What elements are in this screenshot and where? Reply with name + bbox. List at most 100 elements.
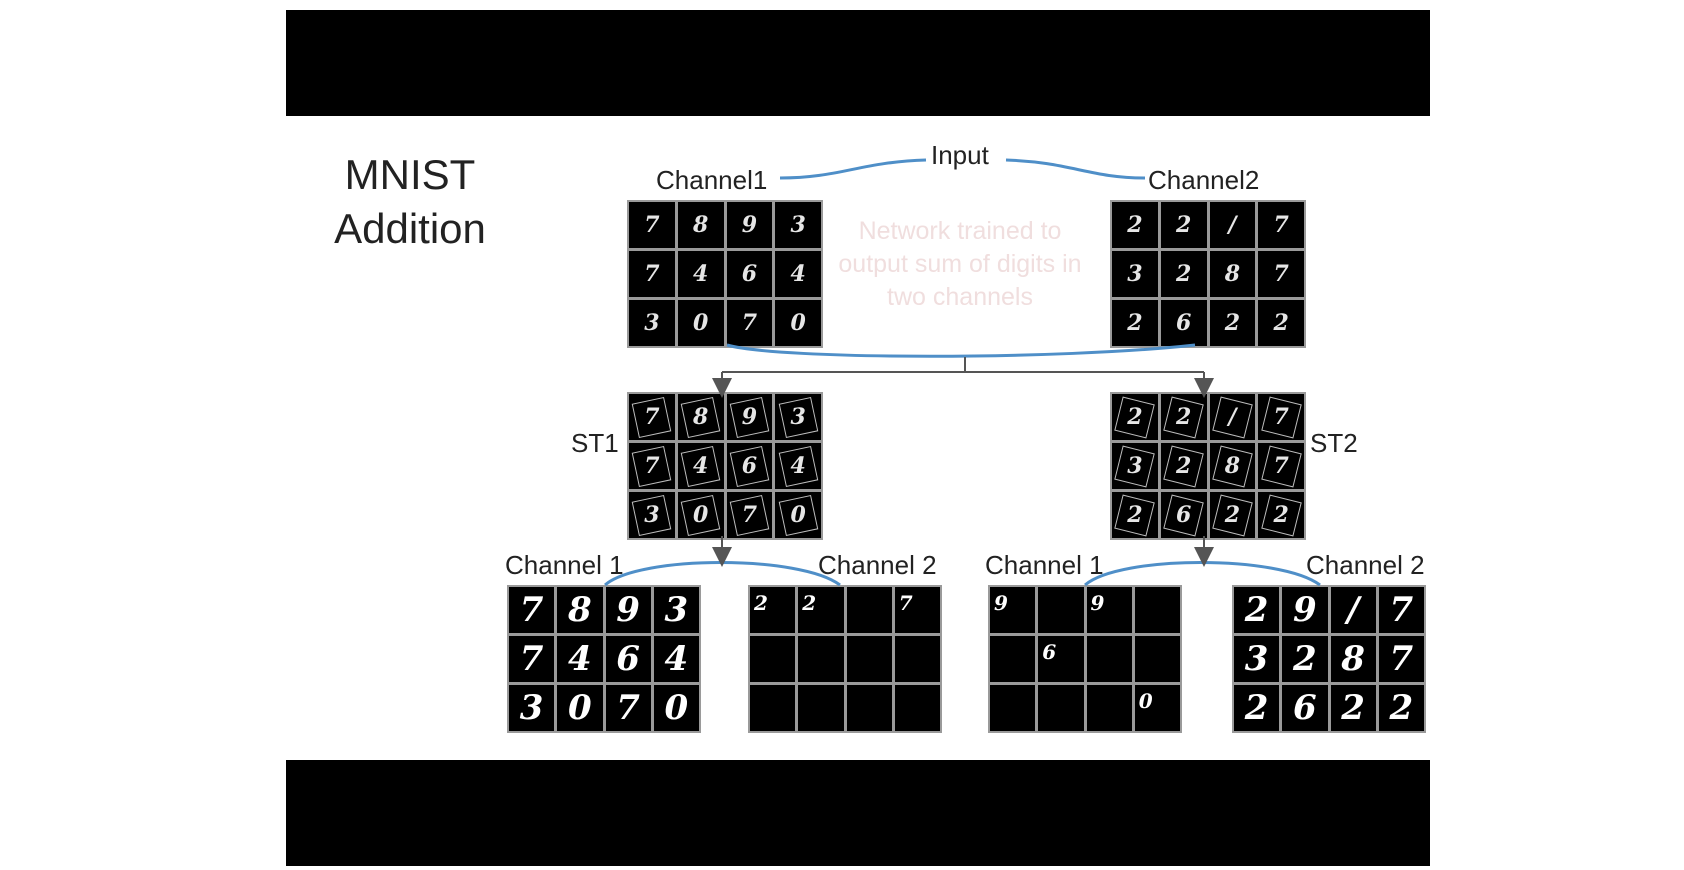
slide-title: MNIST Addition	[320, 148, 500, 256]
digit-cell: 3	[775, 394, 821, 440]
digit-cell: 7	[629, 443, 675, 489]
digit-cell: 9	[605, 587, 651, 633]
digit-cell: 6	[1160, 300, 1207, 346]
bottom-letterbox-bar	[286, 760, 1430, 866]
digit-cell: 9	[990, 587, 1036, 633]
digit-cell: 8	[1330, 636, 1376, 682]
digit-cell: 3	[1234, 636, 1280, 682]
digit-cell: 7	[1258, 443, 1304, 489]
digit-cell: 3	[1112, 443, 1158, 489]
digit-cell: 3	[629, 492, 675, 538]
digit-cell: 8	[677, 202, 724, 248]
title-line-2: Addition	[334, 205, 486, 252]
digit-cell: 2	[1282, 636, 1328, 682]
st2-label: ST2	[1310, 428, 1358, 458]
out1-bracket	[604, 561, 841, 587]
faint-caption: Network trained to output sum of digits …	[815, 215, 1105, 314]
digit-cell: 8	[557, 587, 603, 633]
merge-bracket	[726, 343, 1196, 358]
digit-cell	[1038, 587, 1084, 633]
faint-caption-line-1: Network trained to	[858, 217, 1062, 245]
digit-cell	[990, 685, 1036, 731]
out2-bracket	[1084, 561, 1321, 587]
digit-cell: 8	[677, 394, 724, 440]
digit-cell: 0	[677, 492, 724, 538]
digit-cell: 7	[605, 685, 651, 731]
digit-cell: 2	[1160, 443, 1207, 489]
digit-cell: 3	[653, 587, 699, 633]
digit-cell: 7	[726, 300, 773, 346]
faint-caption-line-2: output sum of digits in	[838, 250, 1082, 278]
digit-cell: 2	[1330, 685, 1376, 731]
digit-cell: 2	[798, 587, 844, 633]
digit-cell: 9	[726, 394, 773, 440]
digit-cell: 6	[1160, 492, 1207, 538]
digit-cell: 0	[677, 300, 724, 346]
digit-cell: 2	[1112, 394, 1158, 440]
digit-cell: 2	[1160, 251, 1207, 297]
digit-cell	[990, 636, 1036, 682]
digit-cell: 8	[1209, 251, 1256, 297]
digit-cell: 4	[677, 251, 724, 297]
arrow-lines	[712, 357, 1214, 567]
out1-ch2-label: Channel 2	[818, 550, 937, 580]
st1-label: ST1	[571, 428, 619, 458]
digit-cell: 4	[653, 636, 699, 682]
out2-ch1-label: Channel 1	[985, 550, 1104, 580]
digit-cell	[798, 685, 844, 731]
digit-cell	[894, 636, 940, 682]
digit-cell: 7	[629, 251, 675, 297]
digit-cell: 4	[557, 636, 603, 682]
digit-cell	[894, 685, 940, 731]
digit-cell: 7	[1258, 202, 1304, 248]
digit-cell: 4	[775, 443, 821, 489]
digit-cell: 0	[775, 492, 821, 538]
digit-cell: 2	[1112, 202, 1158, 248]
digit-cell: 7	[1258, 394, 1304, 440]
digit-cell: 2	[1378, 685, 1424, 731]
digit-cell: 0	[653, 685, 699, 731]
faint-caption-line-3: two channels	[887, 283, 1033, 311]
digit-cell: 7	[1258, 251, 1304, 297]
digit-cell	[846, 685, 892, 731]
digit-cell	[1038, 685, 1084, 731]
input-label: Input	[931, 140, 989, 170]
digit-cell: 6	[726, 443, 773, 489]
digit-cell	[750, 636, 796, 682]
digit-cell: 7	[1378, 636, 1424, 682]
digit-cell: 9	[1086, 587, 1132, 633]
digit-cell: 0	[1134, 685, 1180, 731]
digit-cell: 7	[1378, 587, 1424, 633]
digit-cell: 7	[629, 202, 675, 248]
input-bracket-left	[779, 158, 927, 180]
digit-cell: 2	[1258, 492, 1304, 538]
digit-cell: 9	[1282, 587, 1328, 633]
digit-cell: 2	[1160, 394, 1207, 440]
out2-ch2-label: Channel 2	[1306, 550, 1425, 580]
digit-cell: 2	[1209, 492, 1256, 538]
digit-cell: 2	[1234, 685, 1280, 731]
digit-cell	[798, 636, 844, 682]
digit-cell: 2	[1112, 492, 1158, 538]
channel2-top-label: Channel2	[1148, 165, 1260, 195]
digit-cell	[1086, 685, 1132, 731]
digit-cell: 3	[509, 685, 555, 731]
channel1-top-label: Channel1	[656, 165, 768, 195]
digit-cell: /	[1209, 202, 1256, 248]
digit-cell: 7	[629, 394, 675, 440]
digit-cell: 9	[726, 202, 773, 248]
digit-cell	[846, 587, 892, 633]
digit-cell	[1134, 587, 1180, 633]
top-letterbox-bar	[286, 10, 1430, 116]
digit-cell: 2	[750, 587, 796, 633]
digit-cell: 2	[1160, 202, 1207, 248]
title-line-1: MNIST	[344, 151, 476, 198]
digit-cell: 2	[1112, 300, 1158, 346]
